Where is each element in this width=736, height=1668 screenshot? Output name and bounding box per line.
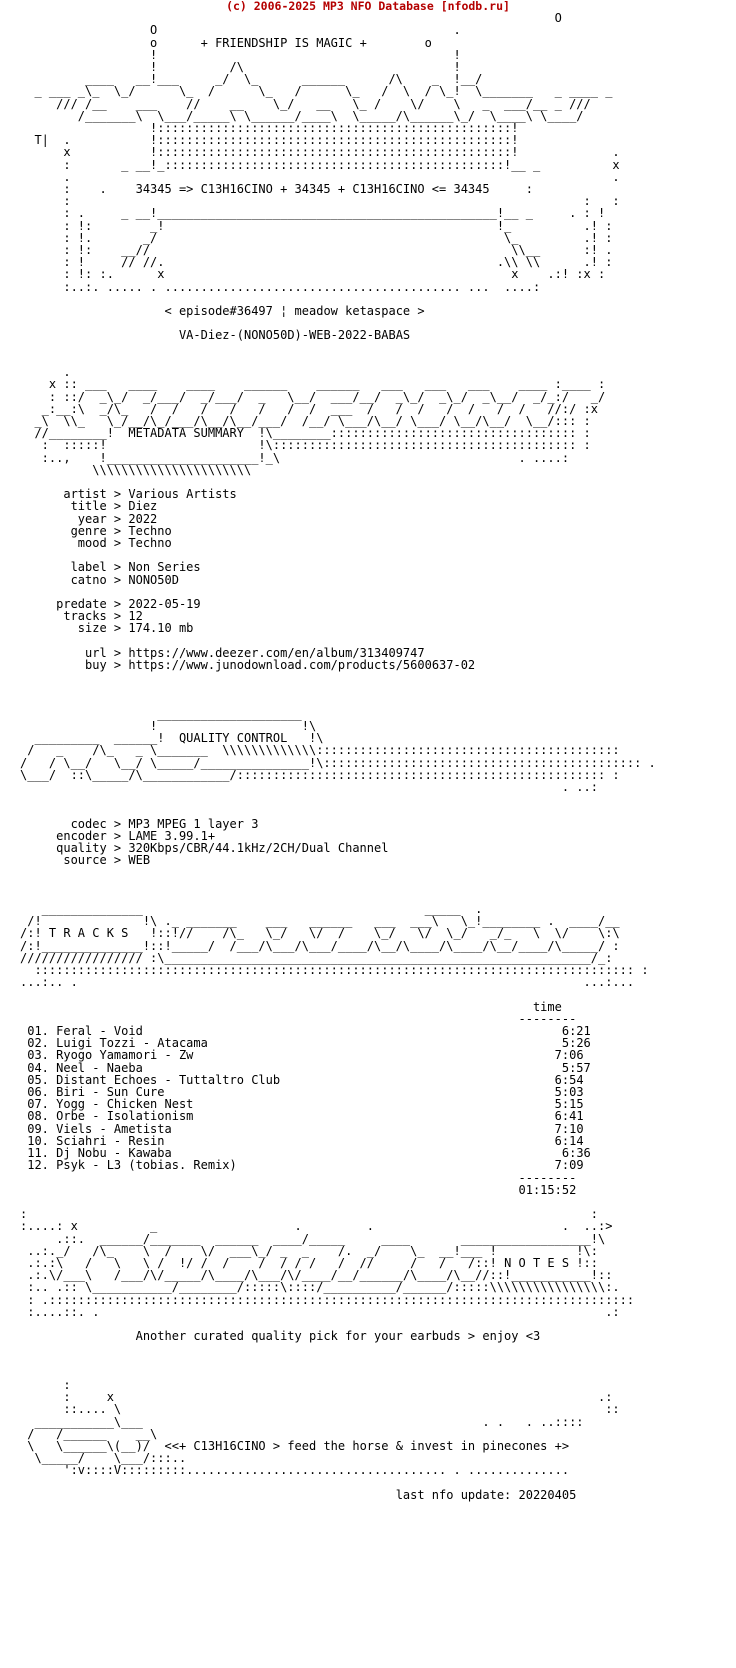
meta-mood: mood > Techno <box>77 535 172 550</box>
track-02-time: 5:26 <box>561 1036 591 1051</box>
meta-url[interactable]: url > https://www.deezer.com/en/album/31… <box>85 645 425 660</box>
site-header: (c) 2006-2025 MP3 NFO Database [nfodb.ru… <box>226 0 510 13</box>
q-encoder: encoder > LAME 3.99.1+ <box>56 828 216 843</box>
track-07-time: 5:15 <box>554 1097 584 1112</box>
track-05-time: 6:54 <box>554 1072 584 1087</box>
meta-genre: genre > Techno <box>70 523 172 538</box>
meta-size: size > 174.10 mb <box>77 621 194 636</box>
track-10-title: 10. Sciahri - Resin <box>27 1133 165 1148</box>
track-03-title: 03. Ryogo Yamamori - Zw <box>27 1048 194 1063</box>
track-09-time: 7:10 <box>554 1121 584 1136</box>
meta-title: title > Diez <box>70 499 158 514</box>
track-08-time: 6:41 <box>554 1109 584 1124</box>
nfo-content: O O . o + FRIENDSHIP IS MAGIC + o ! ! <box>20 11 656 1502</box>
track-07-title: 07. Yogg - Chicken Nest <box>27 1097 194 1112</box>
q-quality: quality > 320Kbps/CBR/44.1kHz/2CH/Dual C… <box>56 841 389 856</box>
title-line: + FRIENDSHIP IS MAGIC + <box>200 35 367 50</box>
track-03-time: 7:06 <box>554 1048 584 1063</box>
notes-heading: N O T E S <box>504 1255 570 1270</box>
track-06-title: 06. Biri - Sun Cure <box>27 1085 165 1100</box>
last-update: last nfo update: 20220405 <box>395 1487 577 1502</box>
meta-buy[interactable]: buy > https://www.junodownload.com/produ… <box>85 657 476 672</box>
track-02-title: 02. Luigi Tozzi - Atacama <box>27 1036 208 1051</box>
release-name: VA-Diez-(NONO50D)-WEB-2022-BABAS <box>178 328 411 343</box>
track-01-title: 01. Feral - Void <box>27 1024 143 1039</box>
time-label: time <box>532 999 562 1014</box>
track-08-title: 08. Orbe - Isolationism <box>27 1109 194 1124</box>
quality-heading: QUALITY CONTROL <box>178 731 288 746</box>
meta-year: year > 2022 <box>77 511 158 526</box>
tracks-heading: T R A C K S <box>48 926 129 941</box>
meta-tracks: tracks > 12 <box>63 609 143 624</box>
track-01-time: 6:21 <box>561 1024 591 1039</box>
total-time: 01:15:52 <box>518 1182 577 1197</box>
track-06-time: 5:03 <box>554 1085 584 1100</box>
metadata-heading: METADATA SUMMARY <box>128 426 244 441</box>
equation: 34345 => C13H16CINO + 34345 + C13H16CINO… <box>135 182 490 197</box>
q-codec: codec > MP3 MPEG 1 layer 3 <box>70 816 259 831</box>
track-09-title: 09. Viels - Ametista <box>27 1121 172 1136</box>
episode-line: < episode#36497 ¦ meadow ketaspace > <box>164 304 425 319</box>
meta-predate: predate > 2022-05-19 <box>56 596 201 611</box>
track-11-title: 11. Dj Nobu - Kawaba <box>27 1146 172 1161</box>
track-11-time: 6:36 <box>561 1146 591 1161</box>
meta-label: label > Non Series <box>70 560 201 575</box>
track-04-title: 04. Neel - Naeba <box>27 1060 143 1075</box>
track-04-time: 5:57 <box>561 1060 591 1075</box>
track-12-time: 7:09 <box>554 1158 584 1173</box>
track-12-title: 12. Psyk - L3 (tobias. Remix) <box>27 1158 237 1173</box>
track-05-title: 05. Distant Echoes - Tuttaltro Club <box>27 1072 281 1087</box>
notes-text: Another curated quality pick for your ea… <box>135 1329 541 1344</box>
q-source: source > WEB <box>63 853 151 868</box>
meta-artist: artist > Various Artists <box>63 487 237 502</box>
track-10-time: 6:14 <box>554 1133 584 1148</box>
meta-catno: catno > NONO50D <box>70 572 179 587</box>
footer-slogan: <<+ C13H16CINO > feed the horse & invest… <box>164 1438 570 1453</box>
